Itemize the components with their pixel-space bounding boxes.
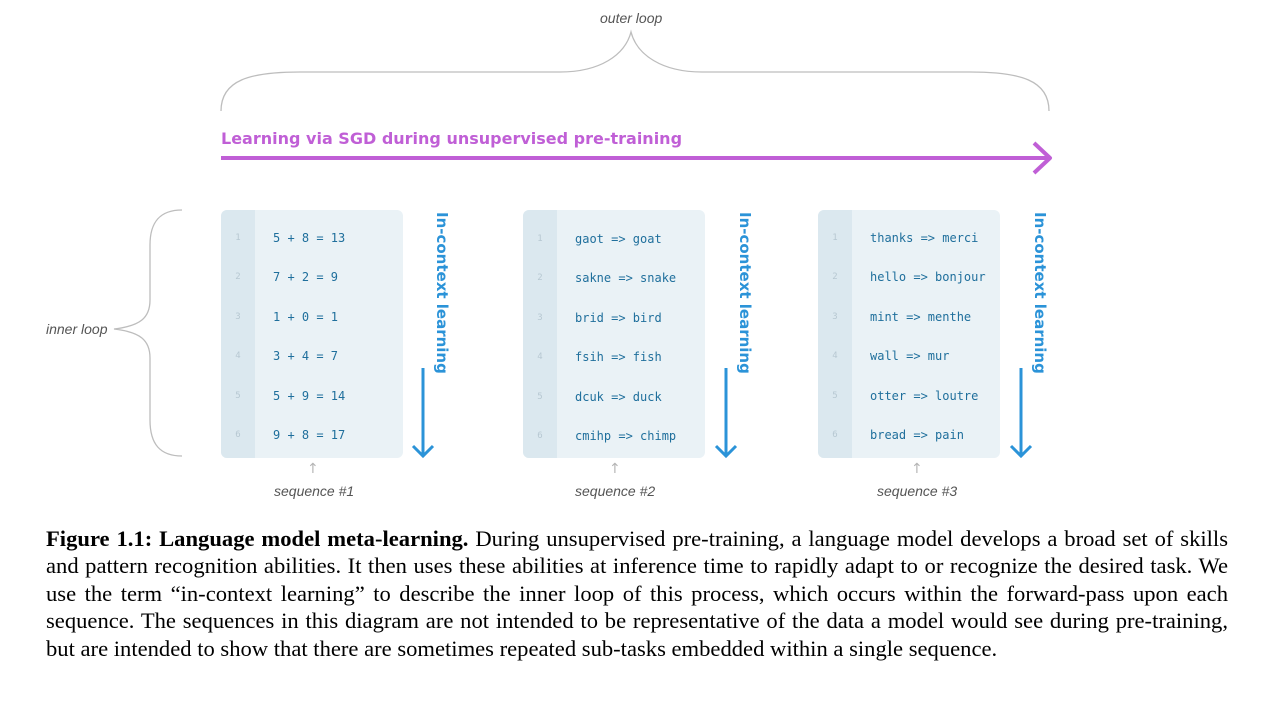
line-number: 2 — [235, 272, 241, 282]
code-text: brid => bird — [575, 311, 662, 325]
line-number: 4 — [832, 351, 838, 361]
icl-label-2: In-context learning — [734, 212, 756, 374]
inner-loop-brace — [113, 209, 183, 457]
code-line: 5 5 + 9 = 14 — [221, 387, 403, 407]
code-text: cmihp => chimp — [575, 429, 677, 443]
sequence-box-1: 1 5 + 8 = 13 2 7 + 2 = 9 3 1 + 0 = 1 4 3 + 4… — [221, 210, 403, 458]
sequence-box-2: 1 gaot => goat 2 sakne => snake 3 brid => b… — [523, 210, 705, 458]
code-line: 6 9 + 8 = 17 — [221, 426, 403, 446]
code-line: 3 1 + 0 = 1 — [221, 308, 403, 328]
sequence-label-2: sequence #2 — [575, 483, 656, 499]
code-line: 1 5 + 8 = 13 — [221, 229, 403, 249]
code-line: 4 wall => mur — [818, 347, 1000, 367]
icl-arrow-1 — [411, 368, 435, 459]
line-number: 3 — [537, 313, 543, 323]
sgd-arrowhead — [1032, 141, 1052, 175]
code-text: sakne => snake — [575, 271, 677, 285]
code-line: 2 7 + 2 = 9 — [221, 268, 403, 288]
icl-label-text: In-context learning — [736, 212, 754, 374]
code-text: bread => pain — [870, 428, 964, 442]
outer-loop-label: outer loop — [600, 10, 663, 26]
up-arrow-icon: ↑ — [911, 461, 923, 477]
code-text: dcuk => duck — [575, 390, 662, 404]
code-text: 1 + 0 = 1 — [273, 310, 339, 324]
sequence-label-3: sequence #3 — [877, 483, 958, 499]
code-text: 3 + 4 = 7 — [273, 349, 339, 363]
code-line: 4 3 + 4 = 7 — [221, 347, 403, 367]
icl-label-1: In-context learning — [431, 212, 453, 374]
icl-arrow-3 — [1009, 368, 1033, 459]
diagram-lines — [113, 29, 1052, 459]
line-number-gutter — [818, 210, 852, 458]
code-text: wall => mur — [870, 349, 950, 363]
code-text: 5 + 9 = 14 — [273, 389, 346, 403]
icl-arrow-2 — [714, 368, 738, 459]
code-line: 5 dcuk => duck — [523, 388, 705, 408]
line-number: 2 — [537, 273, 543, 283]
caption-text: During unsupervised pre-training, a lang… — [46, 526, 1228, 661]
up-arrow-icon: ↑ — [609, 461, 621, 477]
code-text: mint => menthe — [870, 310, 972, 324]
code-line: 2 hello => bonjour — [818, 268, 1000, 288]
figure-caption: Figure 1.1: Language model meta-learning… — [46, 525, 1228, 662]
code-line: 1 gaot => goat — [523, 230, 705, 250]
line-number: 3 — [235, 312, 241, 322]
line-number: 6 — [235, 430, 241, 440]
line-number: 6 — [832, 430, 838, 440]
code-line: 3 mint => menthe — [818, 308, 1000, 328]
code-text: fsih => fish — [575, 350, 662, 364]
code-text: gaot => goat — [575, 232, 662, 246]
code-line: 3 brid => bird — [523, 309, 705, 329]
code-line: 2 sakne => snake — [523, 269, 705, 289]
code-line: 5 otter => loutre — [818, 387, 1000, 407]
icl-label-3: In-context learning — [1029, 212, 1051, 374]
line-number: 6 — [537, 431, 543, 441]
line-number: 5 — [235, 391, 241, 401]
code-text: thanks => merci — [870, 231, 979, 245]
line-number: 4 — [537, 352, 543, 362]
outer-loop-brace — [220, 29, 1050, 112]
line-number-gutter — [523, 210, 557, 458]
icl-label-text: In-context learning — [433, 212, 451, 374]
code-text: hello => bonjour — [870, 270, 986, 284]
code-text: 5 + 8 = 13 — [273, 231, 346, 245]
sequence-box-3: 1 thanks => merci 2 hello => bonjour 3 mint… — [818, 210, 1000, 458]
line-number: 1 — [537, 234, 543, 244]
sequence-label-1: sequence #1 — [274, 483, 355, 499]
inner-loop-label: inner loop — [46, 321, 108, 337]
icl-label-text: In-context learning — [1031, 212, 1049, 374]
line-number: 1 — [832, 233, 838, 243]
line-number: 5 — [537, 392, 543, 402]
up-arrow-icon: ↑ — [307, 461, 319, 477]
code-text: 9 + 8 = 17 — [273, 428, 346, 442]
caption-label: Figure 1.1: Language model meta-learning… — [46, 526, 469, 551]
sgd-label: Learning via SGD during unsupervised pre… — [221, 129, 683, 148]
code-line: 6 cmihp => chimp — [523, 427, 705, 447]
code-line: 4 fsih => fish — [523, 348, 705, 368]
line-number-gutter — [221, 210, 255, 458]
line-number: 1 — [235, 233, 241, 243]
line-number: 4 — [235, 351, 241, 361]
code-line: 1 thanks => merci — [818, 229, 1000, 249]
code-text: 7 + 2 = 9 — [273, 270, 339, 284]
line-number: 3 — [832, 312, 838, 322]
code-text: otter => loutre — [870, 389, 979, 403]
line-number: 2 — [832, 272, 838, 282]
code-line: 6 bread => pain — [818, 426, 1000, 446]
meta-learning-diagram: outer loop inner loop Learning via SGD d… — [46, 10, 1052, 499]
line-number: 5 — [832, 391, 838, 401]
